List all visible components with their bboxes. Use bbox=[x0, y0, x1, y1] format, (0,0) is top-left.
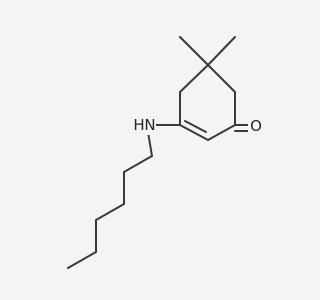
bond-chain-6 bbox=[67, 251, 97, 269]
nitrogen-h-label: H bbox=[133, 116, 144, 134]
molecule-structure: O H N bbox=[67, 36, 264, 269]
bond-methyl-left bbox=[179, 36, 209, 66]
bond-ring-bottom-left-double bbox=[184, 120, 207, 133]
bond-methyl-right bbox=[207, 36, 236, 66]
bond-ring-bottom-right bbox=[207, 124, 236, 141]
oxygen-atom-label: O bbox=[250, 117, 262, 135]
nitrogen-atom-label: N bbox=[144, 116, 155, 134]
bond-ring-top-right bbox=[207, 64, 236, 93]
nh-label-bg bbox=[132, 115, 156, 135]
bond-chain-1 bbox=[147, 131, 153, 157]
oxygen-label-bg bbox=[248, 117, 264, 135]
bond-ring-bottom-left bbox=[179, 124, 209, 141]
bond-ring-top-left bbox=[179, 64, 209, 93]
bond-chain-2 bbox=[123, 155, 153, 173]
bond-chain-4 bbox=[95, 203, 125, 221]
